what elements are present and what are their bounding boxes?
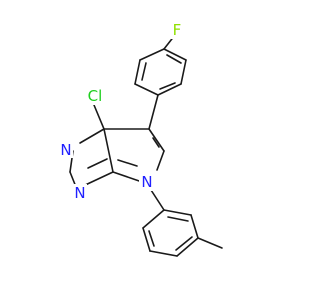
bond xyxy=(87,158,108,169)
nitrogen-atom-label: N xyxy=(74,184,85,202)
bond xyxy=(176,237,199,257)
bond xyxy=(197,237,223,249)
bond xyxy=(159,82,176,90)
bond xyxy=(152,137,160,148)
label-background xyxy=(73,184,87,201)
bond xyxy=(79,128,105,144)
bond xyxy=(148,94,159,130)
nitrogen-atom-label: N xyxy=(60,141,71,159)
bond xyxy=(142,209,165,229)
bond xyxy=(148,230,155,247)
bond xyxy=(167,216,189,222)
nitrogen-atom-label: N xyxy=(141,173,152,191)
bond xyxy=(163,209,192,216)
bond xyxy=(139,48,165,61)
structure-canvas: Cl F N N N xyxy=(59,21,223,257)
chlorine-atom-label: Cl xyxy=(88,87,103,105)
bond xyxy=(166,54,182,64)
bond xyxy=(142,227,151,252)
bond xyxy=(103,128,114,173)
bond xyxy=(117,159,138,167)
label-background xyxy=(85,87,107,105)
bond xyxy=(156,150,165,171)
bond xyxy=(149,250,178,257)
bond xyxy=(190,214,199,239)
bond xyxy=(157,83,182,96)
bond xyxy=(134,59,141,85)
label-background xyxy=(59,141,73,158)
molecule-structure: Cl F N N N xyxy=(59,21,223,257)
bond xyxy=(141,62,147,81)
bond xyxy=(163,48,187,61)
bond xyxy=(148,128,165,152)
atom-labels: Cl F N N N xyxy=(59,21,184,202)
label-background xyxy=(139,173,155,191)
bond xyxy=(180,59,187,85)
bond xyxy=(175,236,193,251)
bond xyxy=(150,189,165,211)
label-background xyxy=(170,23,184,39)
bond xyxy=(93,104,105,130)
bonds xyxy=(69,34,223,257)
bond xyxy=(134,83,159,96)
fluorine-atom-label: F xyxy=(173,21,182,39)
